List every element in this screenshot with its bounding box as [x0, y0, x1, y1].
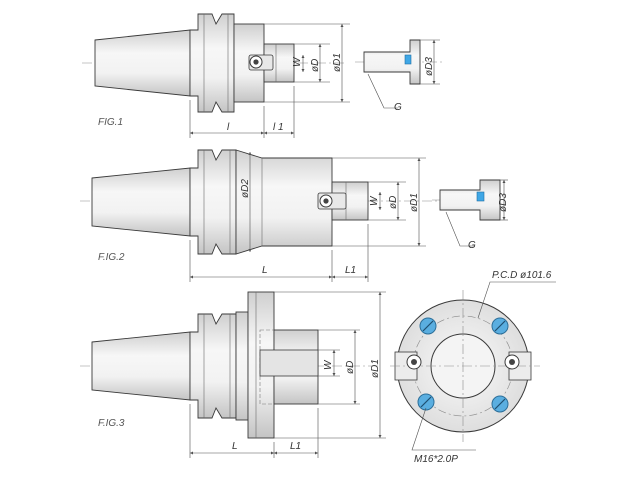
blue-bolt-icon [491, 317, 509, 335]
fig2-taper [91, 167, 191, 237]
fig2-key-icon [476, 191, 485, 202]
fig3-L1-label: L1 [290, 441, 301, 452]
fig1-flange [189, 13, 235, 113]
fig1-l-label: l [227, 122, 230, 133]
thread-label: M16*2.0P [414, 454, 458, 465]
fig2-d3-label: øD3 [498, 193, 509, 212]
fig2-g-label: G [468, 240, 476, 251]
fig1-d3-label: øD3 [424, 57, 435, 76]
fig1-l1-label: l 1 [273, 122, 284, 133]
fig3-d-label: øD [345, 361, 356, 374]
fig1-d-label: øD [310, 59, 321, 72]
figure-2: W øD øD1 øD2 L L1 F.IG.2 øD3 G [80, 149, 509, 282]
fig2-key-detail [439, 179, 501, 221]
set-screw-icon [406, 354, 422, 370]
fig2-nose [331, 181, 369, 221]
fig3-caption: F.IG.3 [98, 418, 125, 429]
fig2-w-label: W [369, 195, 380, 206]
fig2-d2-label: øD2 [240, 179, 251, 198]
fig2-L1-label: L1 [345, 265, 356, 276]
figure-3: W øD øD1 L L1 F.IG.3 [80, 291, 386, 458]
fig1-key-icon [404, 54, 412, 65]
fig2-caption: F.IG.2 [98, 252, 125, 263]
fig3-taper [91, 331, 191, 401]
fig1-caption: FIG.1 [98, 117, 123, 128]
blue-bolt-icon [491, 395, 509, 413]
fig2-flange [189, 149, 237, 255]
front-view: P.C.D ø101.6 M16*2.0P [390, 270, 556, 465]
blue-bolt-icon [417, 393, 435, 411]
fig3-hub [235, 311, 249, 421]
fig2-d1-label: øD1 [409, 193, 420, 212]
figure-1: W øD øD1 l l 1 FIG.1 øD3 G [82, 13, 445, 138]
set-screw-icon [248, 54, 274, 71]
fig1-d1-label: øD1 [332, 53, 343, 72]
fig1-g-label: G [394, 102, 402, 113]
set-screw-icon [504, 354, 520, 370]
blue-bolt-icon [419, 317, 437, 335]
fig2-d-label: øD [388, 196, 399, 209]
fig1-key-detail [363, 39, 421, 85]
fig1-w-label: W [292, 56, 303, 67]
fig1-taper [94, 29, 191, 97]
fig3-L-label: L [232, 441, 238, 452]
fig3-keyway [259, 349, 319, 377]
fig3-d1-label: øD1 [370, 359, 381, 378]
fig3-w-label: W [323, 359, 334, 370]
fig3-flange [189, 313, 237, 419]
pcd-label: P.C.D ø101.6 [492, 270, 552, 281]
fig2-L-label: L [262, 265, 268, 276]
set-screw-icon [317, 192, 347, 210]
